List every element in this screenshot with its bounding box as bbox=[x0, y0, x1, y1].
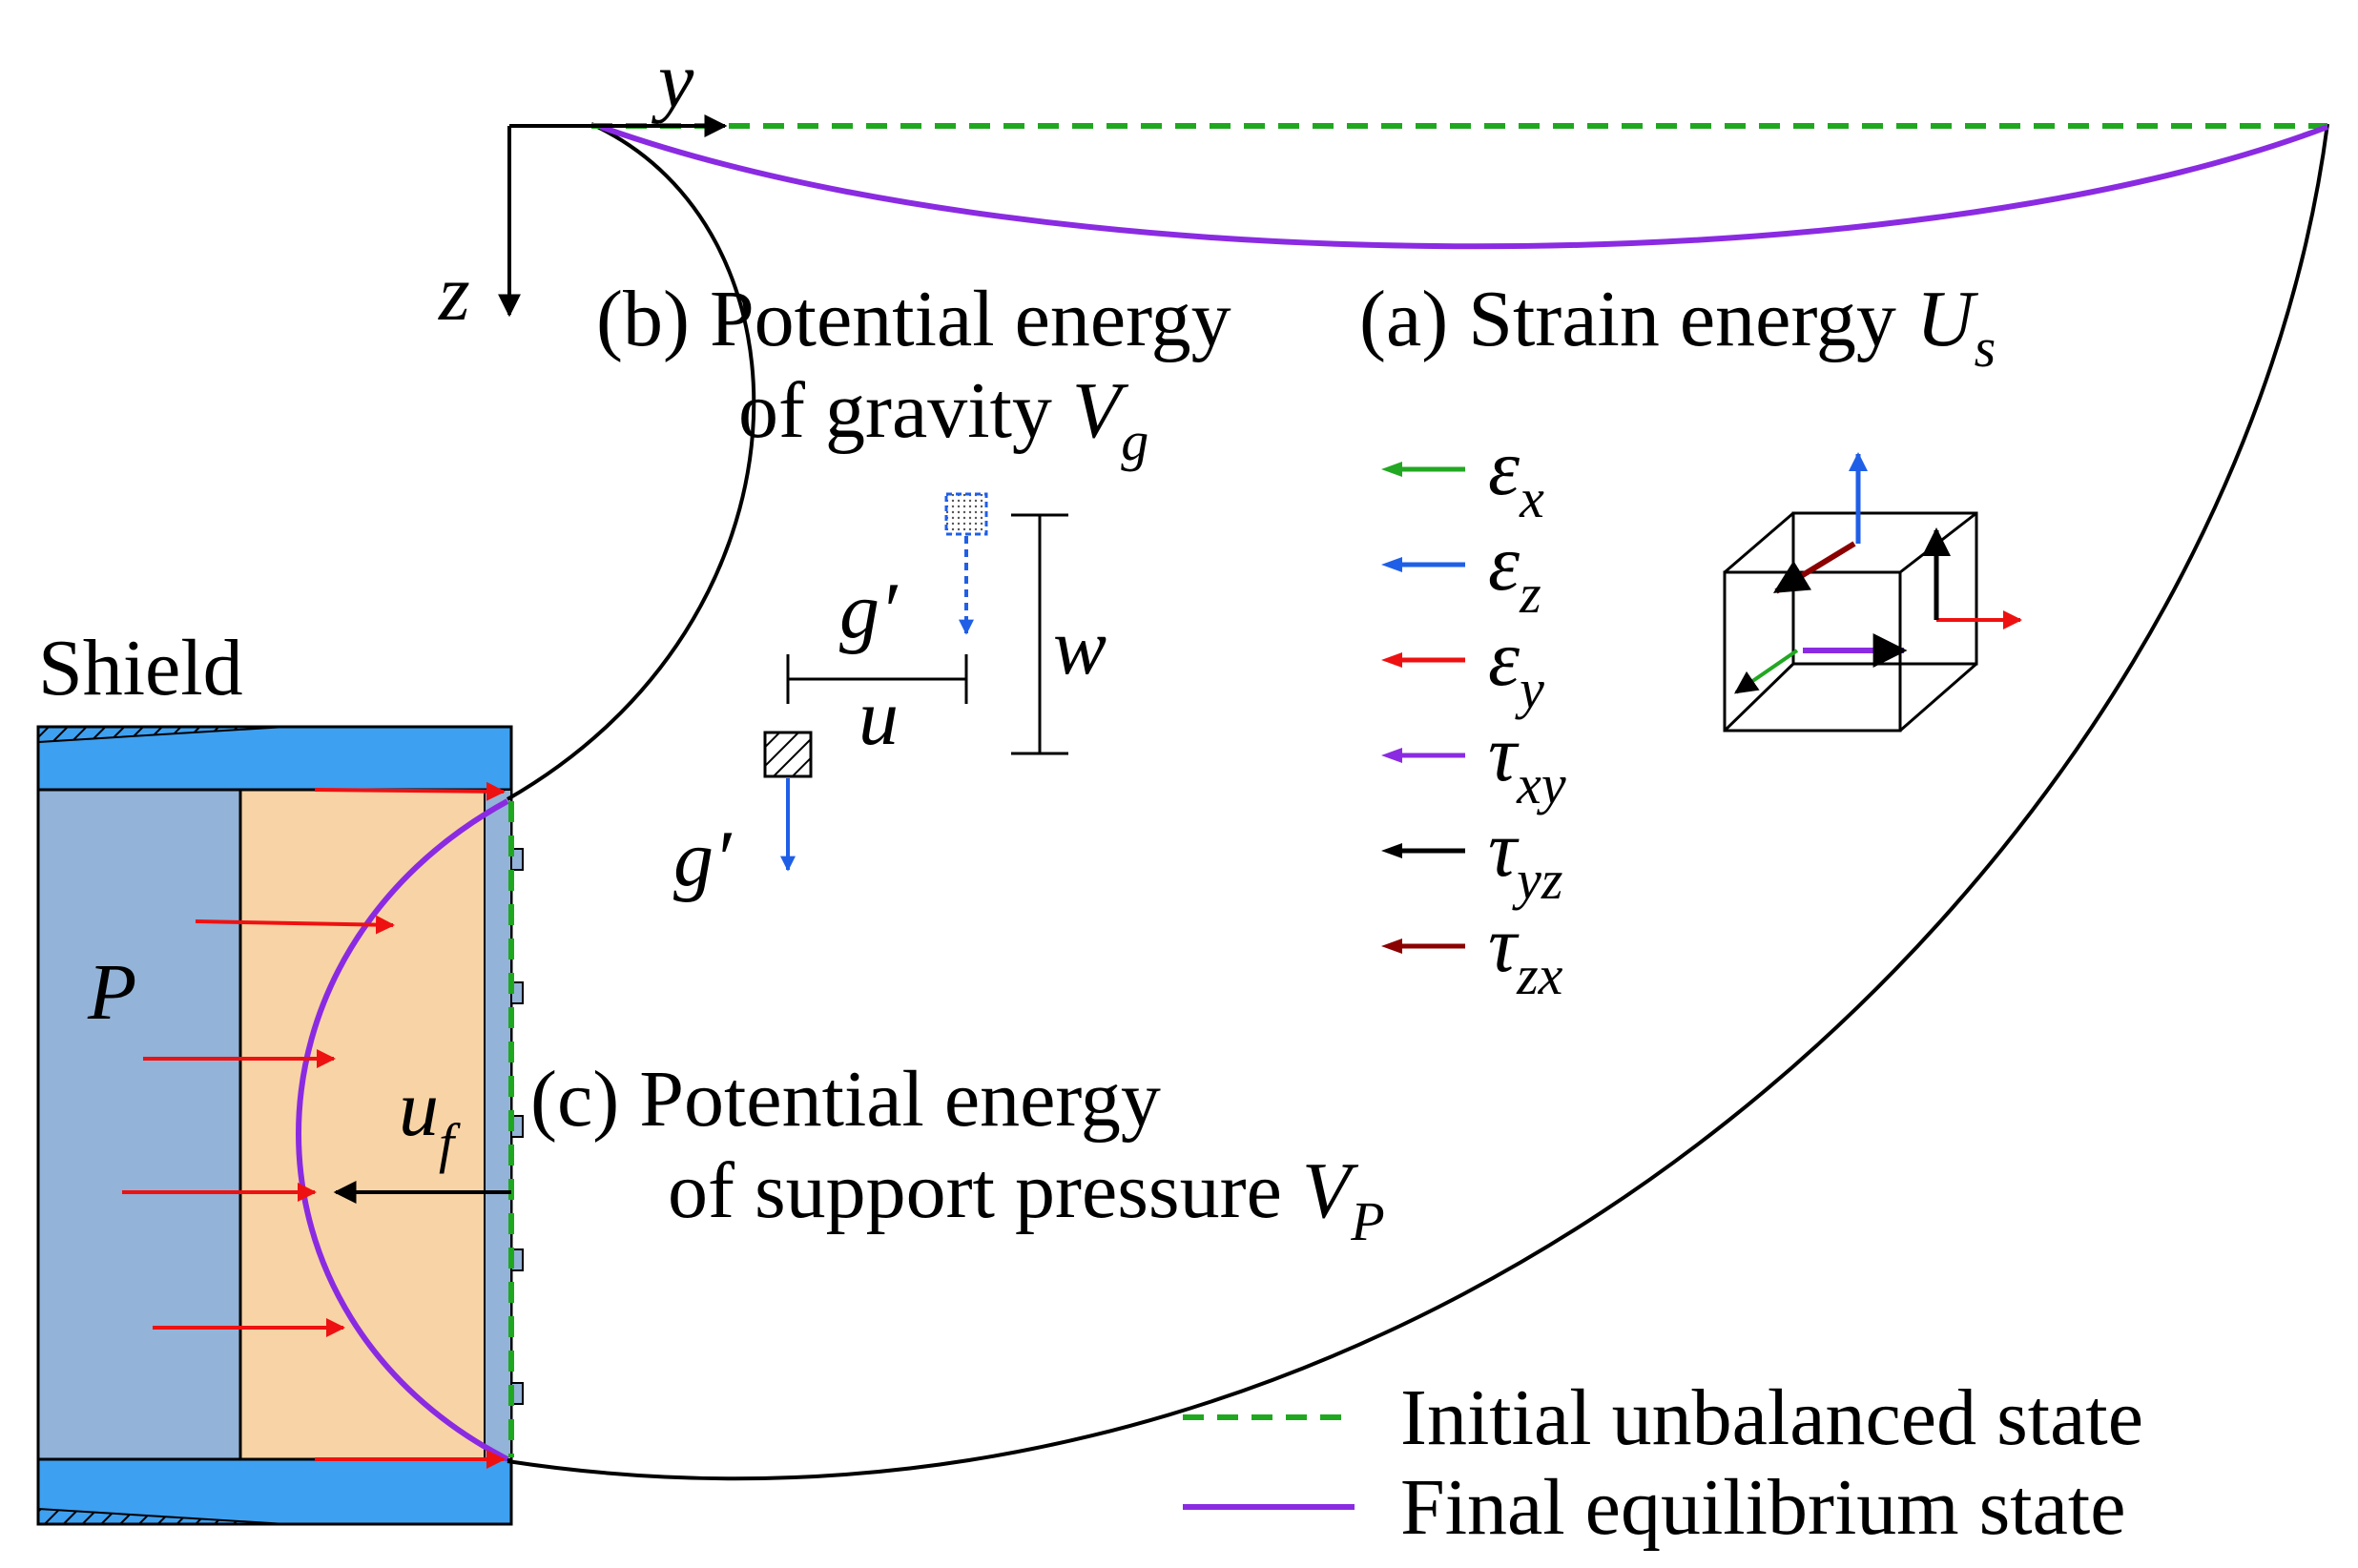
gravity-title-line2: of gravity Vg bbox=[738, 366, 1148, 472]
pressure-arrow-2 bbox=[195, 915, 395, 935]
component-row: εx bbox=[1381, 423, 1544, 529]
final-face-curve bbox=[296, 798, 509, 1462]
component-row: τxy bbox=[1381, 710, 1566, 815]
support-title-line1: (c) Potential energy bbox=[530, 1055, 1161, 1144]
component-row: τzx bbox=[1381, 900, 1563, 1006]
component-label: τxy bbox=[1488, 710, 1566, 815]
gravity-title-line1: (b) Potential energy bbox=[596, 275, 1231, 363]
component-row: εy bbox=[1381, 614, 1544, 720]
element-final-position bbox=[763, 731, 813, 778]
failure-boundary-outer bbox=[507, 123, 2329, 1480]
component-label: τzx bbox=[1488, 900, 1563, 1006]
component-arrowhead bbox=[1381, 557, 1402, 572]
component-label: τyz bbox=[1488, 805, 1562, 911]
component-label: εz bbox=[1488, 519, 1541, 625]
failure-boundary-curve bbox=[507, 122, 756, 801]
strain-energy-title: (a) Strain energy Us bbox=[1359, 275, 1996, 379]
component-arrowhead bbox=[1381, 652, 1402, 668]
z-axis-label: z bbox=[438, 249, 470, 338]
face-displacement-label: uf bbox=[399, 1064, 461, 1174]
state-legend: Initial unbalanced state Final equilibri… bbox=[1183, 1373, 2143, 1552]
component-arrowhead bbox=[1381, 748, 1402, 763]
component-label: εx bbox=[1488, 423, 1544, 529]
legend-final-label: Final equilibrium state bbox=[1400, 1463, 2126, 1552]
pressure-chamber bbox=[36, 788, 242, 1461]
g-prime-top-label: g′ bbox=[839, 567, 899, 655]
support-pressure-arrows bbox=[122, 781, 506, 1469]
gravity-element-sketch bbox=[763, 492, 1068, 872]
pressure-arrow-1 bbox=[314, 781, 506, 801]
shield-label: Shield bbox=[38, 624, 243, 712]
cutter-head bbox=[484, 789, 512, 1460]
pressure-label: P bbox=[87, 948, 136, 1037]
soil-wedge-area bbox=[238, 788, 513, 1461]
coordinate-axes bbox=[498, 114, 728, 318]
tail-hatch-top bbox=[37, 726, 287, 744]
tail-hatch-bottom bbox=[37, 1507, 287, 1525]
vertical-displacement-label: w bbox=[1053, 603, 1107, 691]
element-initial-position bbox=[944, 492, 988, 536]
component-row: εz bbox=[1381, 519, 1541, 625]
component-row: τyz bbox=[1381, 805, 1562, 911]
component-label: εy bbox=[1488, 614, 1544, 720]
component-arrowhead bbox=[1381, 939, 1402, 954]
component-arrowhead bbox=[1381, 462, 1402, 477]
final-ground-surface bbox=[599, 124, 2329, 250]
support-title-line2: of support pressure VP bbox=[668, 1146, 1385, 1252]
horizontal-displacement-label: u bbox=[858, 673, 899, 762]
component-arrowhead bbox=[1381, 843, 1402, 858]
g-prime-bottom-label: g′ bbox=[673, 815, 733, 903]
cube-arrow-x bbox=[1734, 649, 1799, 694]
y-axis-label: y bbox=[651, 36, 694, 125]
cube-arrow-zx bbox=[1772, 541, 1856, 594]
stress-cube bbox=[1723, 452, 2022, 732]
legend-initial-label: Initial unbalanced state bbox=[1400, 1373, 2143, 1462]
